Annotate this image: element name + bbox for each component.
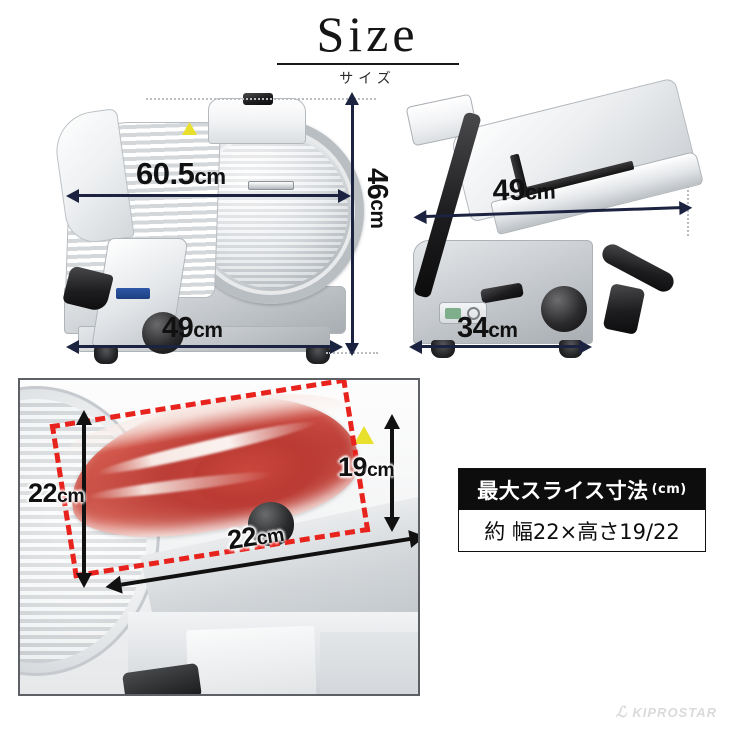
brand-badge	[116, 288, 150, 299]
arrowhead-down	[76, 573, 92, 588]
dimension-label-length: 49cm	[492, 173, 556, 208]
dim-line-base	[421, 345, 581, 348]
foot-left	[431, 340, 455, 358]
brand-logo: ℒ KIPROSTAR	[616, 703, 717, 721]
dimension-label-depth: 49cm	[162, 312, 223, 344]
foot-left	[94, 346, 118, 364]
slicer-side-illustration	[395, 77, 715, 360]
arrowhead-right	[330, 340, 343, 354]
brand-name-text: KIPROSTAR	[632, 704, 717, 720]
dimension-label-left-height: 22cm	[28, 478, 85, 508]
info-box-value-text: 約 幅22×高さ19/22	[484, 519, 680, 544]
dimension-label-width: 60.5cm	[136, 156, 226, 191]
foot-right	[559, 340, 583, 358]
title-divider	[276, 62, 459, 65]
arrowhead-down	[345, 343, 359, 356]
arrowhead-right	[408, 527, 418, 548]
dim-line-width	[78, 194, 340, 197]
foot-right	[306, 346, 330, 364]
photo-center-knob	[248, 502, 294, 546]
dimension-label-height: 46cm	[361, 168, 393, 229]
arrowhead-left	[104, 575, 123, 597]
arrowhead-down	[384, 517, 400, 532]
power-on-indicator	[445, 308, 461, 319]
side-view-panel: 49cm 34cm	[395, 77, 715, 360]
arrowhead-right	[679, 200, 693, 216]
arrowhead-up	[76, 410, 92, 425]
dimension-label-base: 34cm	[457, 312, 518, 344]
title-subtitle-text: サイズ	[339, 70, 396, 87]
info-box-heading-text: 最大スライス寸法	[477, 478, 649, 503]
power-switch-panel[interactable]	[439, 302, 487, 324]
dim-line-depth	[78, 345, 332, 348]
arrowhead-left	[409, 340, 422, 354]
top-head-assembly	[208, 93, 306, 144]
dim-line-left-height	[82, 424, 86, 576]
info-box-header: 最大スライス寸法 (cm)	[459, 469, 705, 510]
dim-line-right-height	[390, 428, 394, 520]
extension-line-right	[687, 186, 689, 236]
page-title: Size サイズ	[0, 8, 735, 88]
max-slice-photo: 22cm 19cm 22cm	[18, 378, 420, 696]
arrowhead-left	[413, 209, 427, 225]
arrowhead-right	[338, 189, 351, 203]
arrowhead-up	[384, 414, 400, 429]
max-slice-info-box: 最大スライス寸法 (cm) 約 幅22×高さ19/22	[458, 468, 706, 552]
brand-mark-icon: ℒ	[615, 704, 628, 721]
photo-front-plate	[186, 625, 318, 694]
arrowhead-left	[66, 340, 79, 354]
info-box-unit-text: (cm)	[651, 482, 687, 497]
arrowhead-right	[579, 340, 592, 354]
title-main-text: Size	[316, 6, 419, 62]
arrowhead-left	[66, 189, 79, 203]
extension-line-top	[146, 98, 376, 100]
blade-hub	[248, 181, 294, 191]
lower-lever	[602, 282, 646, 336]
side-thickness-knob	[541, 286, 587, 332]
dimension-label-right-height: 19cm	[338, 452, 395, 482]
power-off-button[interactable]	[467, 307, 480, 320]
photo-side-panel	[320, 632, 418, 694]
arrowhead-up	[345, 92, 359, 105]
dim-line-height	[351, 104, 354, 346]
front-view-panel: 60.5cm 46cm 49cm	[30, 90, 393, 364]
